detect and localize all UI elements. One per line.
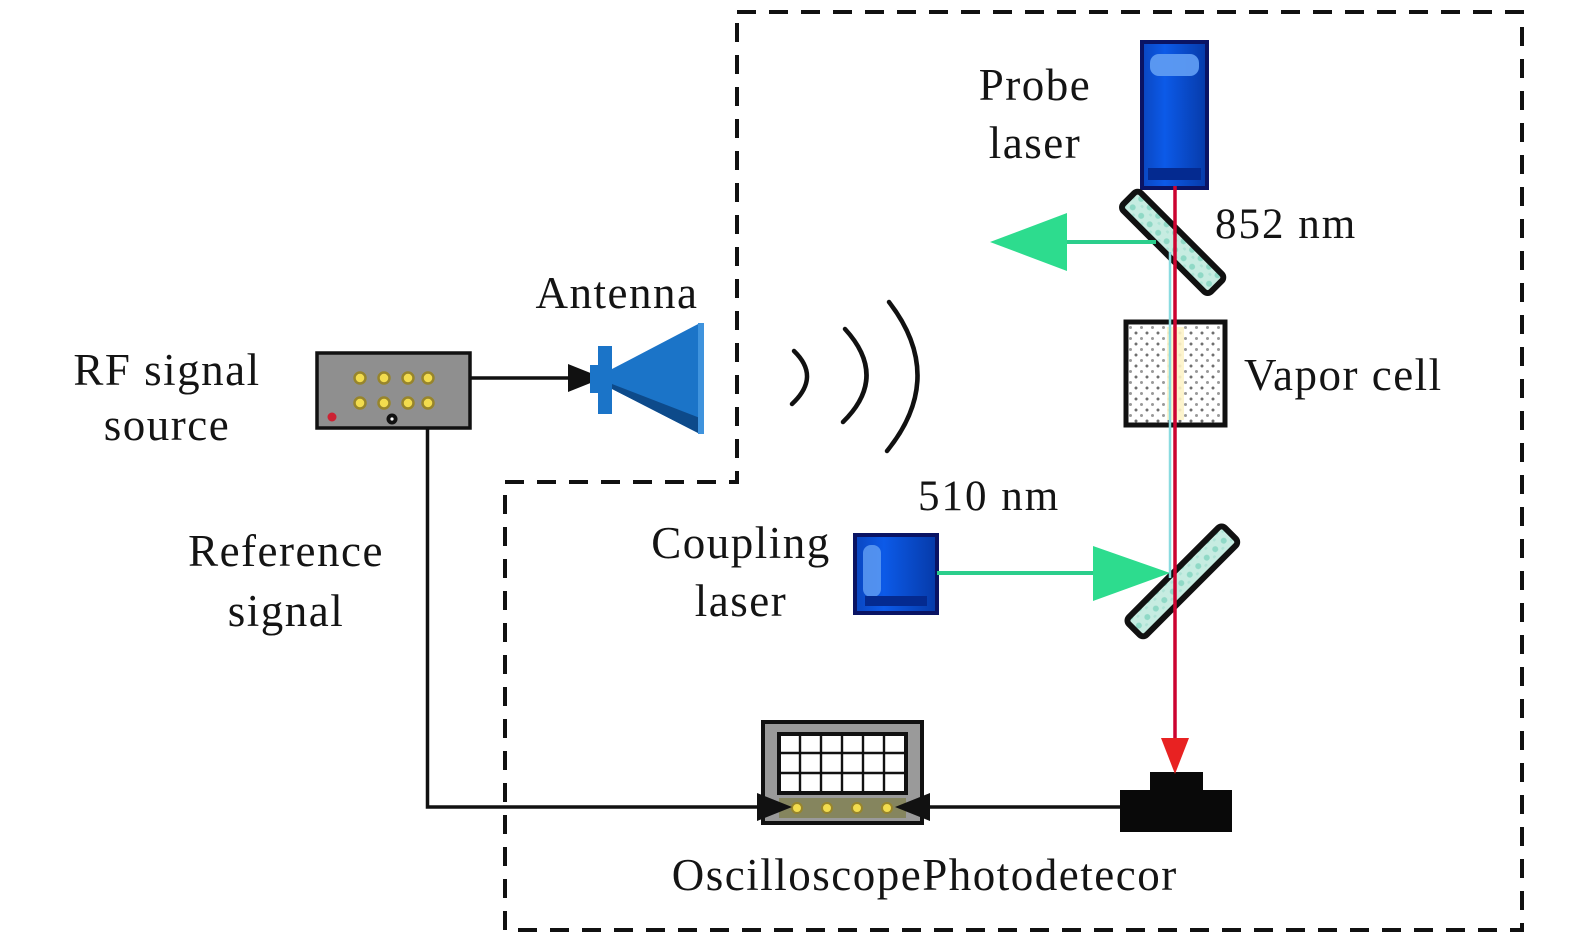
probe-laser-label-line1: Probe (979, 60, 1092, 110)
wave-arc-small (789, 348, 810, 407)
reference-wire (425, 403, 762, 809)
wave-arc-medium (840, 326, 869, 425)
rf-signal-source-device (315, 351, 472, 430)
reference-signal-label-line1: Reference (188, 526, 384, 576)
beam-splitter-top (1119, 188, 1227, 296)
rf-source-label-line2: source (104, 400, 230, 450)
oscilloscope-label: Oscilloscope (672, 850, 922, 900)
coupling-wavelength-label: 510 nm (918, 473, 1060, 520)
oscilloscope-device (761, 720, 924, 825)
reference-signal-label-line2: signal (228, 586, 345, 636)
photodetector-arrowhead (895, 793, 930, 821)
probe-laser-device (1140, 40, 1209, 190)
probe-laser-label-line2: laser (989, 118, 1081, 168)
rf-to-antenna-arrowhead (568, 364, 603, 392)
dashed-boundary (503, 10, 1524, 932)
rf-source-label-line1: RF signal (73, 345, 260, 395)
coupling-beam-left-arrow (990, 213, 1156, 271)
probe-beam-arrowhead (1161, 738, 1189, 774)
antenna-horn (590, 323, 704, 434)
probe-wavelength-label: 852 nm (1215, 201, 1357, 248)
photodetector-device (1120, 772, 1232, 832)
coupling-laser-label-line2: laser (695, 576, 787, 626)
vapor-cell-label: Vapor cell (1244, 350, 1443, 400)
rf-wave-arcs (789, 299, 920, 454)
coupling-laser-label-line1: Coupling (651, 518, 831, 568)
photodetector-label: Photodetecor (922, 850, 1177, 900)
antenna-label: Antenna (536, 268, 699, 318)
rf-source-indicator-lights (327, 371, 435, 425)
coupling-laser-device (853, 533, 939, 615)
rf-source-power-led (327, 412, 337, 422)
oscilloscope-button-strip (779, 798, 906, 818)
reference-arrowhead (757, 793, 792, 821)
wave-arc-large (884, 299, 920, 454)
coupling-beam-right-arrow (937, 546, 1170, 601)
